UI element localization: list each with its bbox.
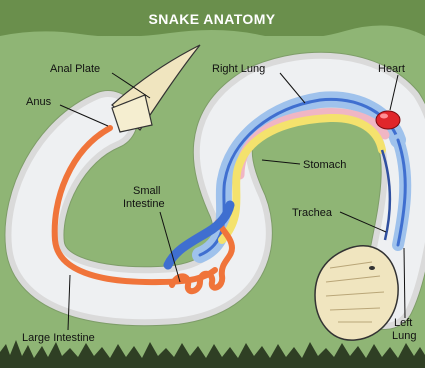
label-trachea: Trachea <box>292 207 333 219</box>
label-left-lung-line1: Left <box>394 317 412 329</box>
label-heart: Heart <box>378 63 405 75</box>
heart-highlight <box>380 114 388 119</box>
label-left-lung-line2: Lung <box>392 330 416 342</box>
page-title: SNAKE ANATOMY <box>148 11 275 27</box>
label-stomach: Stomach <box>303 159 346 171</box>
label-small-intestine-line1: Small <box>133 185 161 197</box>
snake-eye <box>369 266 375 270</box>
label-right-lung: Right Lung <box>212 63 265 75</box>
label-small-intestine-line2: Intestine <box>123 198 165 210</box>
label-anus: Anus <box>26 96 52 108</box>
label-large-intestine: Large Intestine <box>22 332 95 344</box>
heart-shape <box>376 111 400 129</box>
label-anal-plate: Anal Plate <box>50 63 100 75</box>
